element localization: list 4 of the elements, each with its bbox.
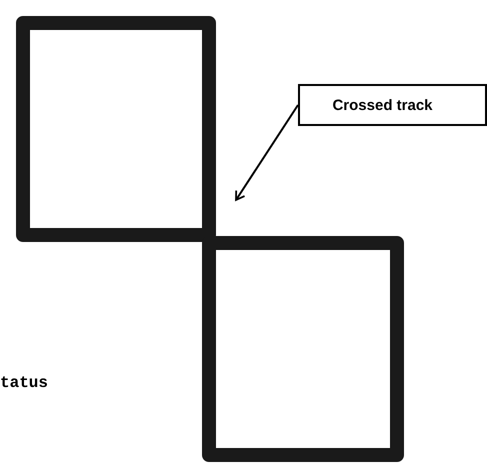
callout-box	[298, 84, 487, 126]
status-text: tatus	[0, 374, 48, 392]
leader-arrow	[235, 104, 299, 201]
callout-text: Crossed track	[332, 96, 433, 114]
